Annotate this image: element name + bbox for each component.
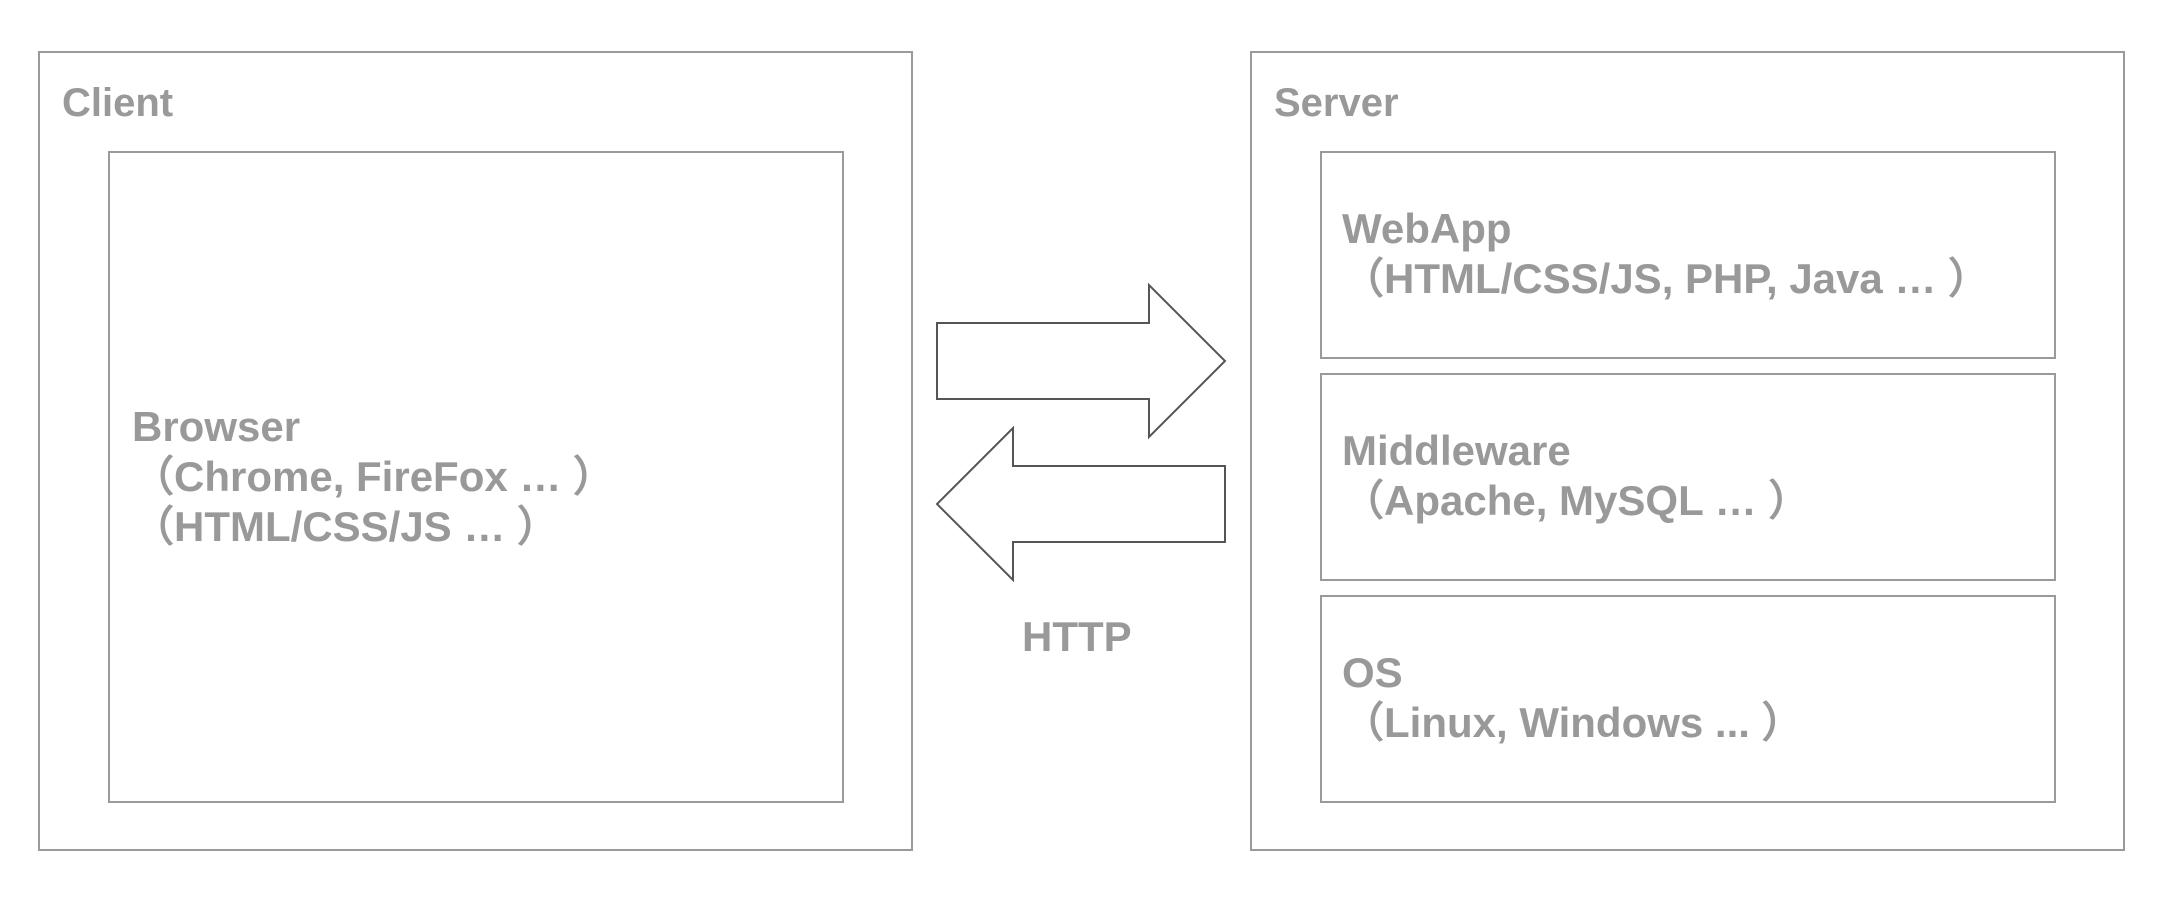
browser-label: Browser （Chrome, FireFox … ） （HTML/CSS/J…	[132, 402, 615, 552]
browser-technologies: （HTML/CSS/JS … ）	[132, 503, 560, 550]
os-layer-name: OS	[1342, 649, 1403, 696]
webapp-layer-detail: （HTML/CSS/JS, PHP, Java … ）	[1342, 255, 1991, 302]
request-arrow-icon	[936, 282, 1227, 440]
browser-examples: （Chrome, FireFox … ）	[132, 453, 616, 500]
webapp-layer-name: WebApp	[1342, 205, 1512, 252]
middleware-layer-name: Middleware	[1342, 427, 1571, 474]
server-title: Server	[1274, 81, 1399, 125]
middleware-layer-detail: （Apache, MySQL … ）	[1342, 477, 1811, 524]
middleware-layer-box	[1320, 373, 2056, 581]
response-arrow-icon	[935, 425, 1226, 583]
browser-box	[108, 151, 844, 803]
os-layer-detail: （Linux, Windows ... ）	[1342, 699, 1804, 746]
webapp-layer-label: WebApp （HTML/CSS/JS, PHP, Java … ）	[1342, 204, 1990, 304]
middleware-layer-label: Middleware （Apache, MySQL … ）	[1342, 426, 1810, 526]
webapp-layer-box	[1320, 151, 2056, 359]
http-protocol-label: HTTP	[1022, 613, 1132, 660]
os-layer-box	[1320, 595, 2056, 803]
browser-name: Browser	[132, 403, 301, 450]
client-title: Client	[62, 81, 174, 125]
os-layer-label: OS （Linux, Windows ... ）	[1342, 648, 1804, 748]
